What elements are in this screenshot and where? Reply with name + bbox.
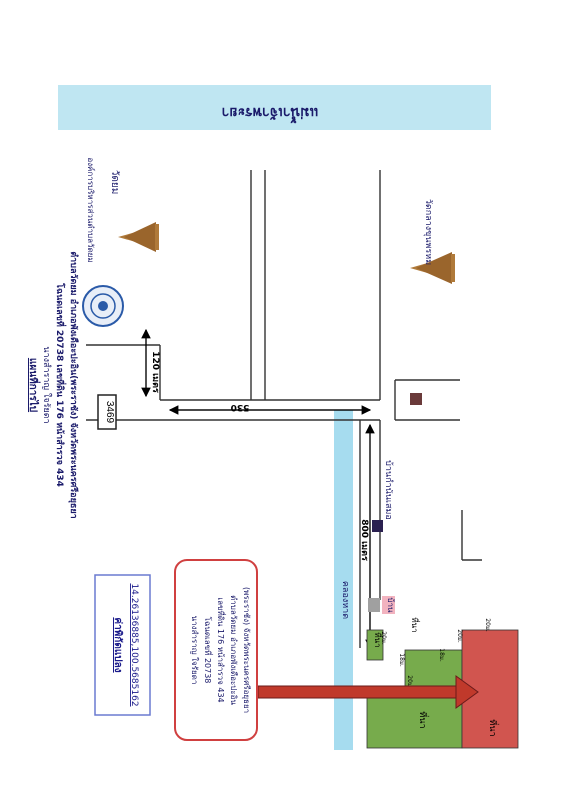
temple-icon-2	[410, 252, 455, 284]
office-label: องค์การบริหารส่วนตำบลวัดยม	[86, 157, 96, 262]
temple-bottom-label: วัดกลางขุนพรหม	[423, 199, 433, 265]
callout-line-3: เลขที่ดิน 176 หน้าสำรวจ 434	[216, 597, 227, 702]
subtitle-line-3: ตำบลวัดยม อำเภอพังเดือะปะอิน(พระราชัง) จ…	[68, 251, 80, 518]
distance-to-temple: 120 เมตร	[150, 351, 160, 393]
dim-2: 18ม.	[398, 653, 405, 667]
village-head-label: บ้านกำนันเสมอ	[383, 460, 394, 520]
distance-main-road: 530	[231, 402, 250, 412]
plot-dimensions: 20ม. 18ม. 20ม. 18ม. 20ม. 20ม.	[380, 618, 491, 689]
green-plots	[366, 629, 463, 749]
temple-icon	[118, 222, 159, 252]
roads	[86, 170, 482, 648]
dim-4: 18ม.	[438, 648, 445, 662]
callout-line-1: นางสำราญ ใจรัยดา	[190, 616, 199, 685]
callout-line-4: ตำบลวัดยม อำเภอพังเดือะปะอิน	[229, 595, 238, 705]
dim-3: 20ม.	[406, 675, 413, 689]
canal-label: คลองหาด	[340, 581, 350, 619]
callout-box	[174, 559, 258, 741]
plot-label-3: ที่นา	[410, 617, 421, 632]
village-head-building	[372, 520, 383, 532]
road-number-box	[97, 394, 117, 430]
callout-line-2: โฉนดเลขที่ 20738	[203, 617, 214, 684]
dim-1: 20ม.	[380, 631, 387, 645]
distance-side-road: 800 เมตร	[359, 519, 369, 561]
dim-5: 20ม.	[456, 629, 463, 643]
coords-value: 14.26136885,100.5685162	[129, 583, 139, 706]
pink-house	[382, 596, 395, 614]
house-label: บ้าน	[386, 597, 395, 613]
temple-top-label: วัดยม	[109, 170, 120, 195]
map-title: แผนที่การไป	[27, 358, 41, 412]
grey-house	[368, 598, 380, 612]
seal-icon	[82, 285, 124, 327]
coords-heading: ค่าพิกัดแปลง	[112, 617, 124, 672]
river	[58, 85, 491, 130]
plot-label-2: ที่นา	[417, 711, 430, 728]
dim-6: 20ม.	[484, 618, 491, 632]
plot-label-4: ที่นา	[487, 719, 500, 736]
subtitle-line-1: นางสำราญ ใจรัยดา	[41, 346, 52, 423]
canal	[334, 410, 353, 750]
road-number: 3469	[104, 401, 115, 424]
plot-label-1: ที่นา	[373, 632, 384, 647]
subtitle-line-2: โฉนดเลขที่ 20738 เลขที่ดิน 176 หน้าสำรวจ…	[54, 282, 67, 487]
coords-box	[94, 574, 151, 716]
callout-line-5: (พระราชัง) จังหวัดพระนครศรีอยุธยา	[242, 587, 251, 713]
river-label: แม่น้ำเจ้าพระยา	[222, 104, 319, 124]
brown-building	[410, 393, 422, 405]
